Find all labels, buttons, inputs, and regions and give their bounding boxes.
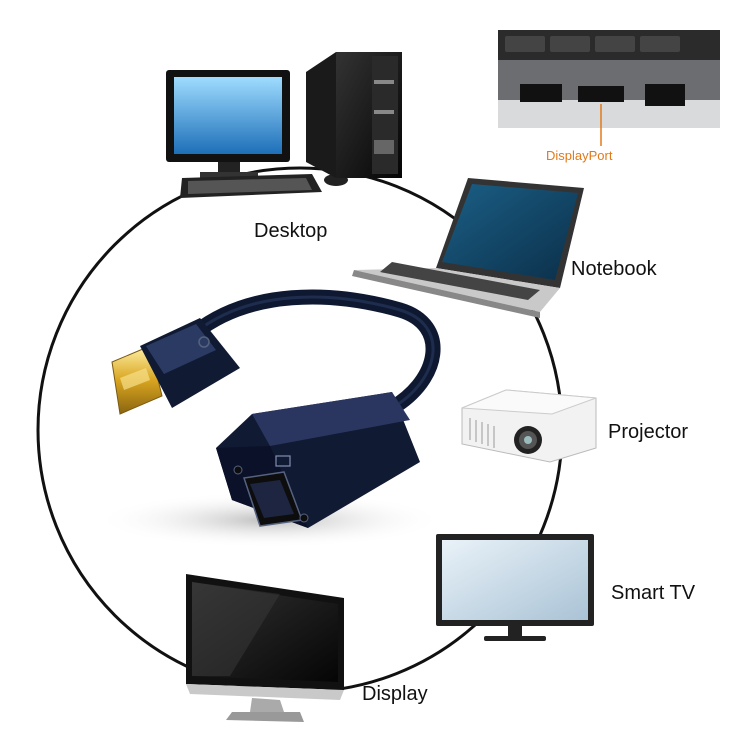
projector-label: Projector [608,421,689,443]
notebook-laptop [352,178,584,318]
display-label: Display [362,683,428,705]
desktop-label: Desktop [254,220,328,242]
desktop-monitor [166,70,348,198]
projector [461,389,597,463]
display-monitor [186,574,344,722]
vga-adapter-body [216,392,420,528]
smart-tv-label: Smart TV [611,582,696,604]
desktop-tower [306,52,402,178]
adapter-cable [188,289,441,416]
smart-tv [436,534,594,641]
displayport-inset [498,30,720,146]
displayport-connector [111,318,240,415]
notebook-label: Notebook [571,258,657,280]
displayport-label: DisplayPort [546,148,613,163]
